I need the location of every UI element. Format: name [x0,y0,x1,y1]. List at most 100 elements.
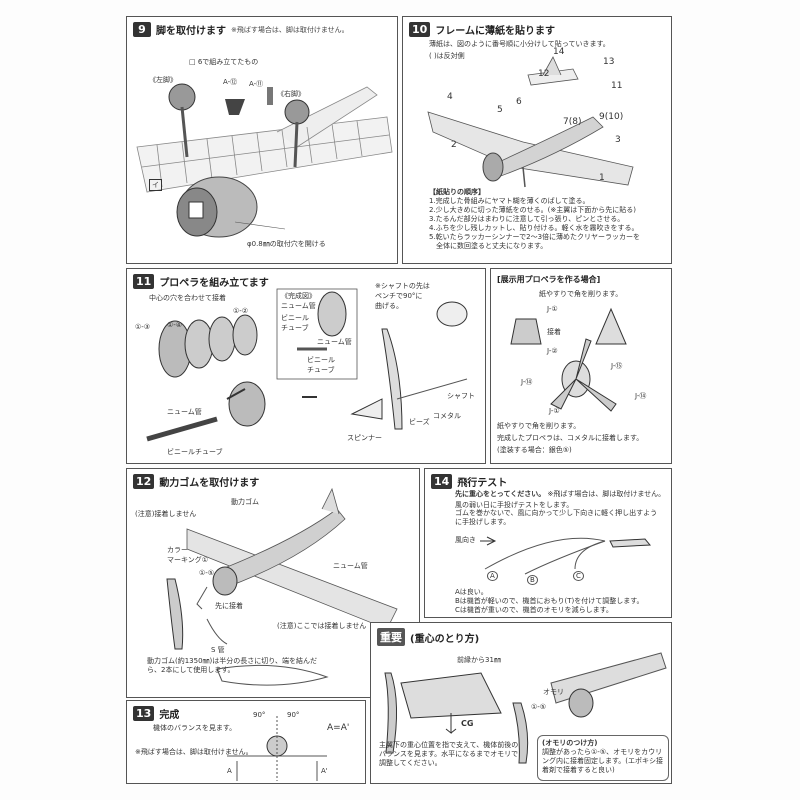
step-2: 2.少し大きめに切った薄紙をのせる。(※主翼は下面から先に貼る) [429,206,637,214]
display-propeller-panel: [展示用プロペラを作る場合] 紙やすりで角を削ります。 J-① 接着 J-② J… [490,268,672,464]
step-1: 1.完成した骨組みにヤマト糊を薄くのばして塗る。 [429,197,590,205]
label-done: 《完成図》 [281,292,316,300]
label-sq6: □ 6で組み立てたもの [189,58,259,66]
omori-box: (オモリのつけ方) 調整があったら①-⑤、オモリをカウリング内に接着固定します。… [537,735,669,781]
sub-text: 中心の穴を合わせて接着 [149,294,226,302]
label-vinyl: ビニールチューブ [167,448,223,456]
label-i2: ①-② [233,307,249,315]
cg-diagram [384,652,667,764]
step-number: 12 [133,474,155,489]
section-title: 完成 [159,710,180,721]
label-right-leg: 《右脚》 [277,90,305,98]
note-text: ※飛ばす場合は、脚は取付けません。 [135,748,253,756]
label-done-nyu2: ニューム管 [317,338,352,346]
num-11: 11 [611,81,623,91]
num-9-10: 9(10) [599,112,624,122]
text-1-main: 先に重心をとってください。 [455,490,546,498]
label-glue-first: 先に接着 [215,602,243,610]
label-omori: オモリ [543,688,564,696]
label-j14b: J-⑭ [635,392,647,400]
section-title: 動力ゴムを取付けます [159,478,260,489]
text-1-note: ※飛ばす場合は、脚は取付けません。 [547,490,666,498]
cg-title: (重心のとり方) [410,633,480,645]
num-5: 5 [497,105,503,115]
label-shaft-note: ※シャフトの先は ペンチで90°に 曲げる。 [375,282,430,310]
label-glue: 接着 [547,328,561,336]
num-12: 12 [538,69,550,79]
step-number: 13 [133,706,155,721]
label-done-vinyl2: ビニール チューブ [307,356,335,374]
label-i5: ①-⑤ [531,703,547,711]
label-hole: φ0.8㎜の取付穴を開ける [247,240,326,248]
section-14-panel: 14 飛行テスト 先に重心をとってください。 ※飛ばす場合は、脚は取付けません。… [424,468,672,618]
cg-header: 重要 (重心のとり方) [377,628,479,646]
rubber-motor-diagram [166,487,398,686]
omori-title: (オモリのつけ方) [542,739,598,747]
num-4: 4 [447,92,453,102]
label-c: C [573,571,584,581]
step-5: 5.乾いたらラッカーシンナーで2～3倍に薄めたクリヤーラッカーを [429,233,641,241]
label-i3: ①-③ [135,323,151,331]
order-title: 【紙貼りの順序】 [429,188,485,196]
num-7-8: 7(8) [563,117,582,127]
num-13: 13 [603,57,615,67]
label-a: A [487,571,498,581]
section-9-header: 9 脚を取付けます ※飛ばす場合は、脚は取付けません。 [133,22,349,37]
step-3: 3.たるんだ部分はまわりに注意して引っ張り、ピンとさせる。 [429,215,625,223]
label-shaft: シャフト [447,392,475,400]
cg-desc: 主翼下の重心位置を指で支えて、機体前後のバランスを見ます。水平になるまでオモリで… [379,741,519,767]
num-6: 6 [516,97,522,107]
line-1: 紙やすりで角を削ります。 [539,290,623,298]
label-caution2: (注意)ここでは接着しません [277,622,367,630]
num-3: 3 [615,135,621,145]
label-color: カラー マーキング① [167,546,209,564]
label-comet: コメタル [433,412,461,420]
paper-covering-diagram [427,56,634,188]
label-ang1: 90° [253,711,266,719]
step-number: 9 [133,22,151,37]
step-4: 4.ふちを少し残しカットし、貼り付ける。軽く水を霧吹きをする。 [429,224,639,232]
num-14: 14 [553,47,565,57]
rubber-note: 動力ゴム(約1350㎜)は半分の長さに切り、端を結んだら、2本にして使用します。 [147,657,317,674]
label-left-leg: 《左脚》 [149,76,177,84]
label-wind: 風向き [455,536,476,544]
landing-gear-illustration [136,83,393,238]
label-b: B [527,575,538,585]
important-tag: 重要 [377,628,405,646]
label-i4: ①-④ [167,321,183,329]
section-14-header: 14 飛行テスト [431,474,507,489]
step-number: 14 [431,474,453,489]
section-13-header: 13 完成 [133,706,179,721]
step-number: 11 [133,274,155,289]
label-i5: ①-⑤ [199,569,215,577]
label-a: A [227,767,232,775]
cg-panel: 重要 (重心のとり方) 前縁から31㎜ CG オモリ ①-⑤ 主翼下の重心位置を… [370,622,672,784]
section-11-panel: 11 プロペラを組み立てます 中心の穴を合わせて接着 ①-③ ①-④ ①-② ニ… [126,268,486,464]
label-rubber: 動力ゴム [231,498,259,506]
label-done-vinyl: ビニール チューブ [281,314,309,332]
label-j2: J-② [547,347,558,355]
label-i: イ [149,179,162,191]
section-12-header: 12 動力ゴムを取付けます [133,474,259,489]
section-title: 脚を取付けます [156,26,226,37]
display-propeller-diagram [510,307,627,412]
section-11-header: 11 プロペラを組み立てます [133,274,269,289]
label-nyu: ニューム管 [167,408,202,416]
section-13-panel: 13 完成 機体のバランスを見ます。 ※飛ばす場合は、脚は取付けません。 90°… [126,700,366,784]
step-5b: 全体に数回塗ると丈夫になります。 [429,242,548,250]
label-spinner: スピンナー [347,434,382,442]
order-steps: 1.完成した骨組みにヤマト糊を薄くのばして塗る。 2.少し大きめに切った薄紙をの… [429,197,640,251]
label-done-nyu: ニューム管 [281,302,316,310]
label-cg: CG [461,719,474,728]
section-title: フレームに薄紙を貼ります [435,26,556,37]
label-a11: A-⑪ [249,80,264,88]
label-ang2: 90° [287,711,300,719]
omori-desc: 調整があったら①-⑤、オモリをカウリング内に接着固定します。(エポキシ接着剤で接… [542,748,664,774]
line-3: 完成したプロペラは、コメタルに接着します。 [497,434,644,442]
label-caution1: (注意)接着しません [135,510,197,518]
propeller-assembly-diagram [146,288,468,442]
line-4: (塗装する場合：銀色⑤) [497,446,572,454]
label-s-hook: S 管 [211,646,225,654]
label-nyu: ニューム管 [333,562,368,570]
